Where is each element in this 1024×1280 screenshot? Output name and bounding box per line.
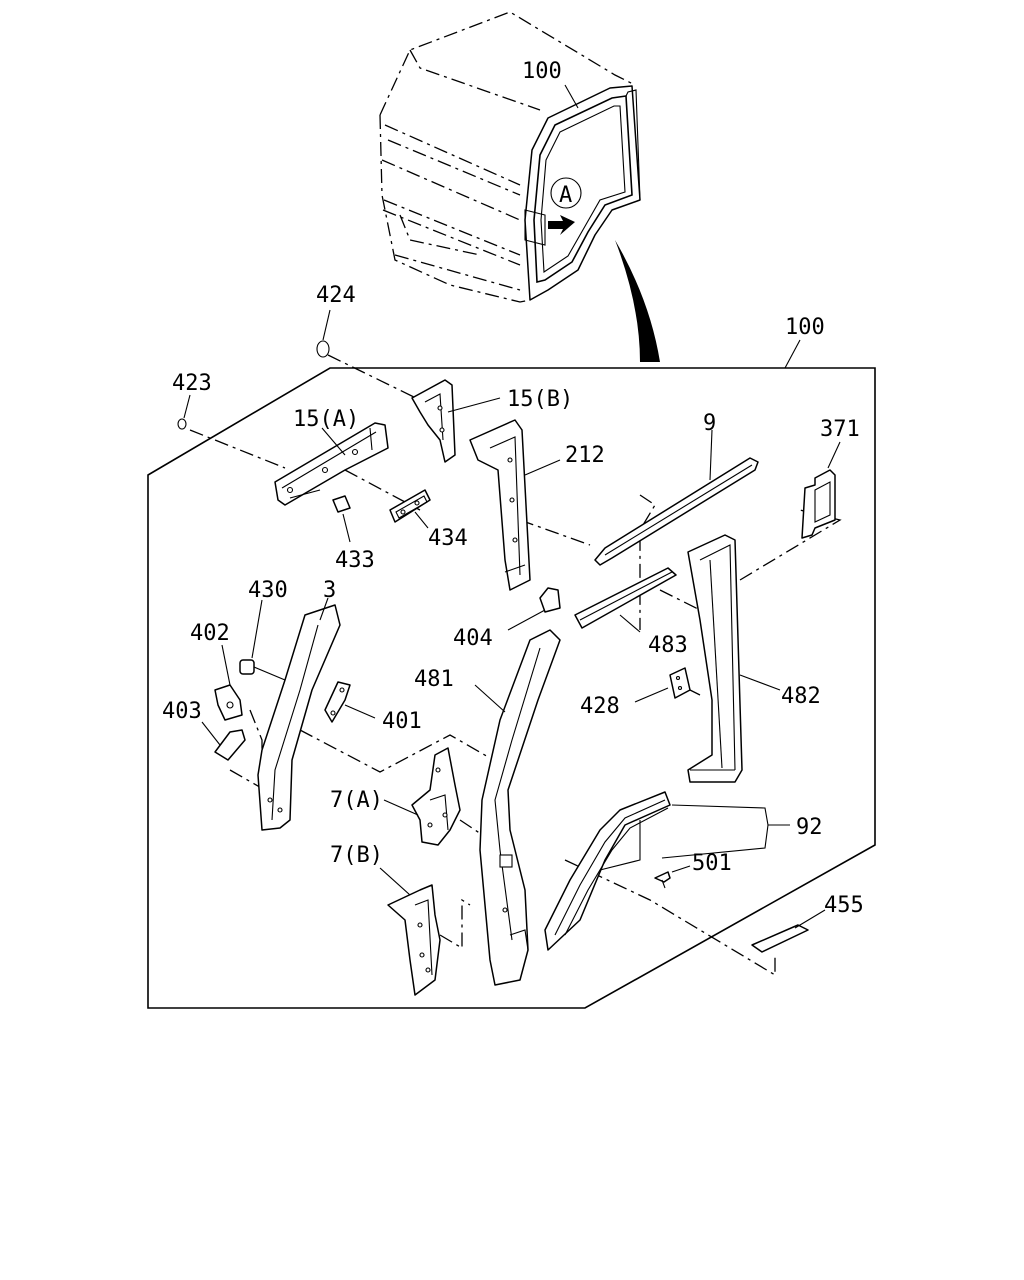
leader-430	[251, 599, 263, 659]
leader-428	[634, 687, 669, 703]
leader-7a	[383, 799, 419, 816]
callout-7a: 7(A)	[330, 788, 383, 813]
leader-212	[524, 459, 561, 476]
callout-482: 482	[781, 684, 821, 709]
detail-border	[147, 367, 876, 1009]
leader-423	[183, 394, 191, 419]
callout-501: 501	[692, 851, 732, 876]
callout-455: 455	[824, 893, 864, 918]
leader-434	[414, 511, 429, 529]
part-15b-bracket	[411, 379, 456, 463]
leader-433	[342, 513, 351, 543]
leader-483	[619, 614, 641, 633]
part-402-bracket	[214, 684, 243, 721]
leader-482	[739, 674, 781, 691]
part-7a-hinge	[411, 747, 461, 846]
callout-100-box: 100	[785, 315, 825, 340]
leader-15a	[321, 427, 346, 456]
callout-7b: 7(B)	[330, 843, 383, 868]
part-15a-bracket	[274, 422, 389, 506]
part-428-plate	[669, 667, 691, 699]
cab-to-detail-arrow	[615, 240, 660, 362]
callout-434: 434	[428, 526, 468, 551]
callout-481: 481	[414, 667, 454, 692]
leader-100-box	[784, 339, 801, 369]
callout-433: 433	[335, 548, 375, 573]
leader-3	[319, 597, 329, 621]
callout-401: 401	[382, 709, 422, 734]
leader-7b	[379, 867, 411, 896]
callout-371: 371	[820, 417, 860, 442]
callout-3: 3	[323, 578, 336, 603]
part-430-bolt	[239, 659, 286, 681]
leader-501	[671, 865, 691, 873]
part-434-plate	[389, 489, 431, 523]
part-7b-hinge	[387, 884, 441, 996]
part-455-trim	[751, 924, 809, 953]
callout-403: 403	[162, 699, 202, 724]
part-501-screw	[654, 871, 671, 889]
leader-371	[827, 441, 841, 469]
part-423-grommet	[177, 418, 187, 430]
callout-212: 212	[565, 443, 605, 468]
leader-403	[201, 721, 221, 746]
part-403-clamp	[214, 729, 246, 761]
callout-92: 92	[796, 815, 823, 840]
part-92-step-panel	[544, 791, 671, 951]
callout-9: 9	[703, 411, 716, 436]
callout-100-cab: 100	[522, 59, 562, 84]
part-9-rail	[594, 457, 759, 566]
view-a-arrow	[548, 215, 575, 235]
callout-15a: 15(A)	[293, 407, 359, 432]
part-404-clip	[539, 587, 561, 613]
callout-483: 483	[648, 633, 688, 658]
leader-15b	[447, 397, 501, 413]
callout-428: 428	[580, 694, 620, 719]
callout-402: 402	[190, 621, 230, 646]
callout-15b: 15(B)	[507, 387, 573, 412]
leader-404	[507, 609, 546, 631]
part-482-rear-pillar	[687, 534, 743, 783]
leader-9	[709, 429, 713, 481]
part-433-clip	[332, 495, 351, 513]
part-212-pillar-upper	[469, 419, 531, 591]
view-a-circle	[550, 177, 582, 209]
leader-402	[221, 644, 231, 686]
part-424-grommet	[316, 340, 330, 358]
callout-424: 424	[316, 283, 356, 308]
leader-481	[474, 684, 506, 713]
leader-401	[344, 704, 376, 719]
leader-100-cab	[564, 84, 579, 109]
part-483-channel	[574, 567, 677, 629]
part-401-bracket	[324, 681, 351, 723]
leader-424	[322, 309, 331, 341]
view-a-label: A	[559, 183, 572, 208]
callout-430: 430	[248, 578, 288, 603]
callout-404: 404	[453, 626, 493, 651]
leader-455	[794, 909, 826, 929]
part-481-center-pillar	[479, 629, 561, 986]
part-3-front-pillar	[257, 604, 341, 831]
callout-423: 423	[172, 371, 212, 396]
part-371-bracket	[801, 469, 836, 539]
cab-illustration: A 100	[379, 11, 660, 362]
